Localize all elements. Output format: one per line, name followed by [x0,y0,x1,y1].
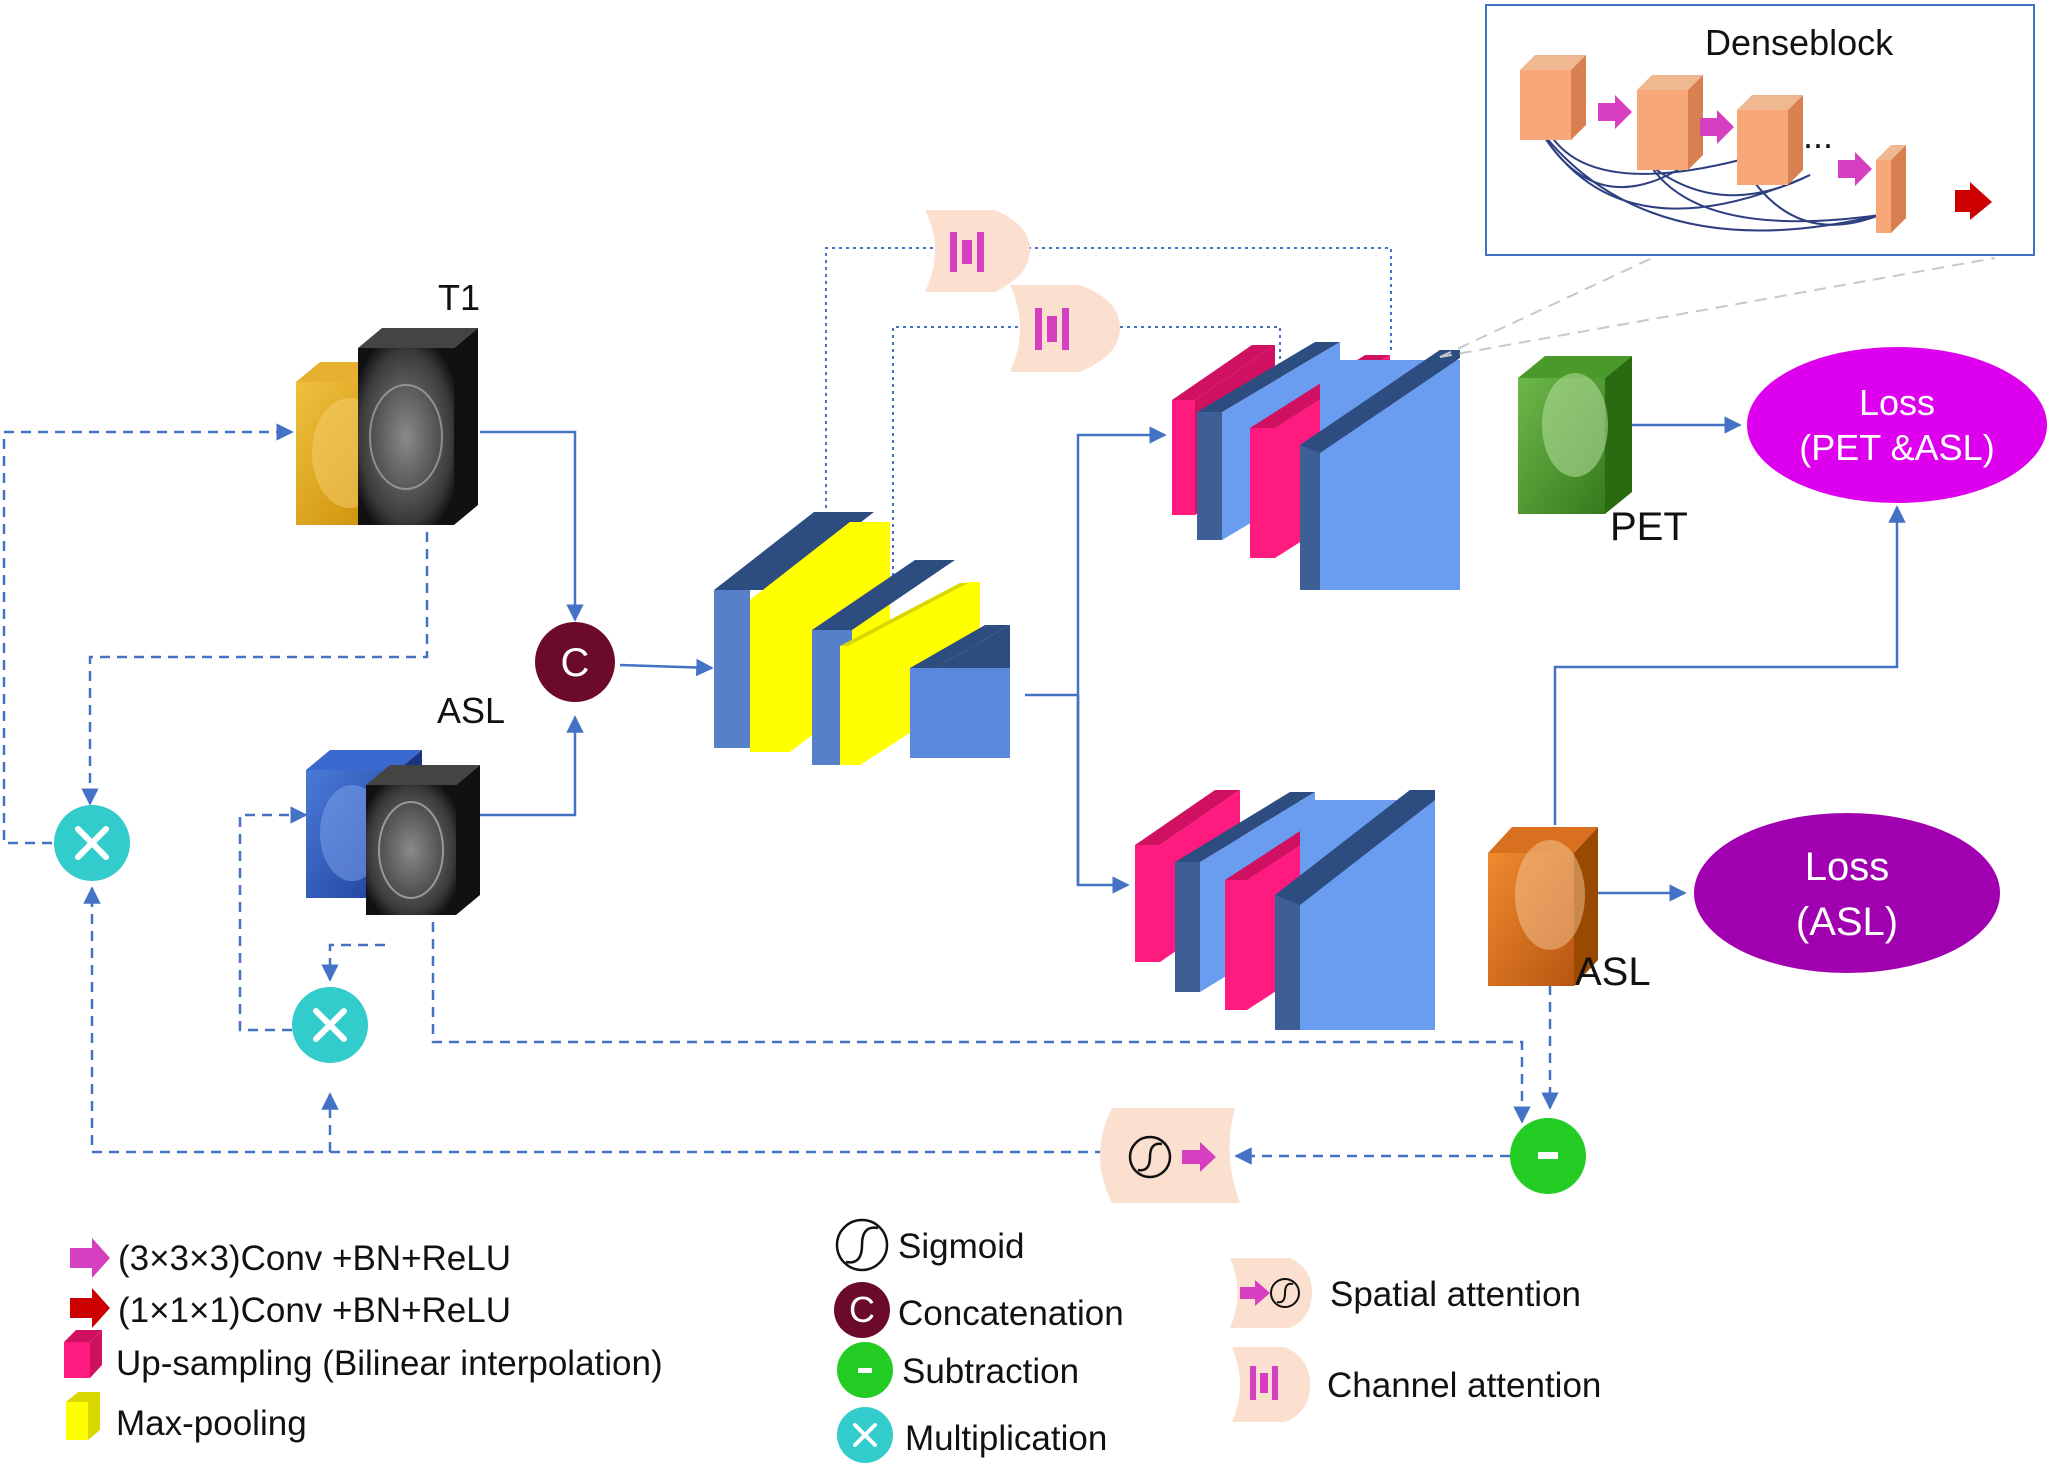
branch-bottom-line [1076,695,1130,894]
dense-layer-4 [1876,160,1891,233]
sigmoid-icon [835,1218,889,1272]
concat-symbol: C [561,641,590,685]
channel-attention-1 [925,210,1030,292]
asl-output [1488,827,1598,986]
conv3-arrow-icon [70,1238,110,1278]
branch-top-line [1076,426,1167,885]
svg-text:C: C [849,1289,875,1330]
loss-pet-asl: Loss (PET &ASL) [1747,347,2047,503]
legend-upsampling: Up-sampling (Bilinear interpolation) [116,1344,663,1383]
pet-brain [1542,373,1608,477]
spatial-to-mult-line [83,886,1105,1154]
decoder-top [1172,342,1460,590]
multiply-icon [75,826,109,860]
mult2-to-asl-line [238,806,308,1032]
maxpool-icon [66,1402,88,1440]
legend-conv3: (3×3×3)Conv +BN+ReLU [118,1239,511,1278]
multiply-node-2 [292,987,368,1063]
encoder [714,512,1010,765]
denseblock-title: Denseblock [1705,22,1894,63]
loss-pet-title: Loss [1859,382,1935,423]
conv1-arrow-icon [70,1288,110,1328]
asl-input [306,750,480,915]
feedback-lines [2,423,1559,1165]
encoder-bottleneck-block [910,668,1010,758]
loss-pet-subtitle: (PET &ASL) [1799,427,1994,468]
legend-maxpool: Max-pooling [116,1404,307,1443]
asl-input-label: ASL [437,690,505,731]
channel-attention-icon [1232,1347,1310,1422]
loss-asl: Loss (ASL) [1694,813,2000,973]
legend-sigmoid: Sigmoid [898,1227,1024,1266]
multiply-node-1 [54,805,130,881]
asl-brain [378,801,444,899]
denseblock-inset: Denseblock ... [1439,4,2035,358]
subtract-node [1510,1118,1586,1194]
pet-output [1518,356,1632,514]
asl-to-mult2-line [321,943,385,982]
concat-node: C [535,622,615,702]
minus-icon [1538,1152,1558,1159]
mult1-to-t1-line [2,423,294,845]
legend-concatenation: Concatenation [898,1294,1124,1333]
concat-to-encoder-line [619,658,714,677]
skip-outer-line [825,247,1392,515]
connections [480,416,1906,902]
asl-to-subtract-line [431,905,1531,1124]
legend-channel: Channel attention [1327,1366,1601,1405]
dense-dots: ... [1803,115,1833,156]
aslout-to-losspet-line [1553,505,1906,825]
legend: (3×3×3)Conv +BN+ReLU (1×1×1)Conv +BN+ReL… [64,1218,1601,1463]
legend-multiplication: Multiplication [905,1419,1107,1458]
t1-brain [369,384,443,490]
asl-to-concat-line [480,715,584,817]
t1-input [296,328,478,525]
t1-to-concat-line [480,430,584,622]
loss-asl-title: Loss [1805,845,1890,889]
aslout-brain [1515,840,1585,950]
pet-label: PET [1610,505,1688,549]
concat-icon [834,1282,890,1338]
t1-to-mult1-line [81,515,429,806]
legend-subtraction: Subtraction [902,1352,1079,1391]
legend-spatial: Spatial attention [1330,1275,1581,1314]
legend-conv1: (1×1×1)Conv +BN+ReLU [118,1291,511,1330]
spatial-attention [1100,1108,1240,1203]
multiply-icon [313,1008,347,1042]
dense-layer-3 [1737,110,1788,185]
asl-output-label: ASL [1575,950,1651,994]
dense-layer-1 [1520,70,1571,140]
dense-layer-2 [1637,90,1688,170]
t1-label: T1 [438,277,480,318]
channel-attention-2 [1010,285,1120,372]
loss-asl-subtitle: (ASL) [1796,900,1898,944]
upsampling-icon [64,1342,90,1378]
decoder-bottom [1135,790,1435,1030]
